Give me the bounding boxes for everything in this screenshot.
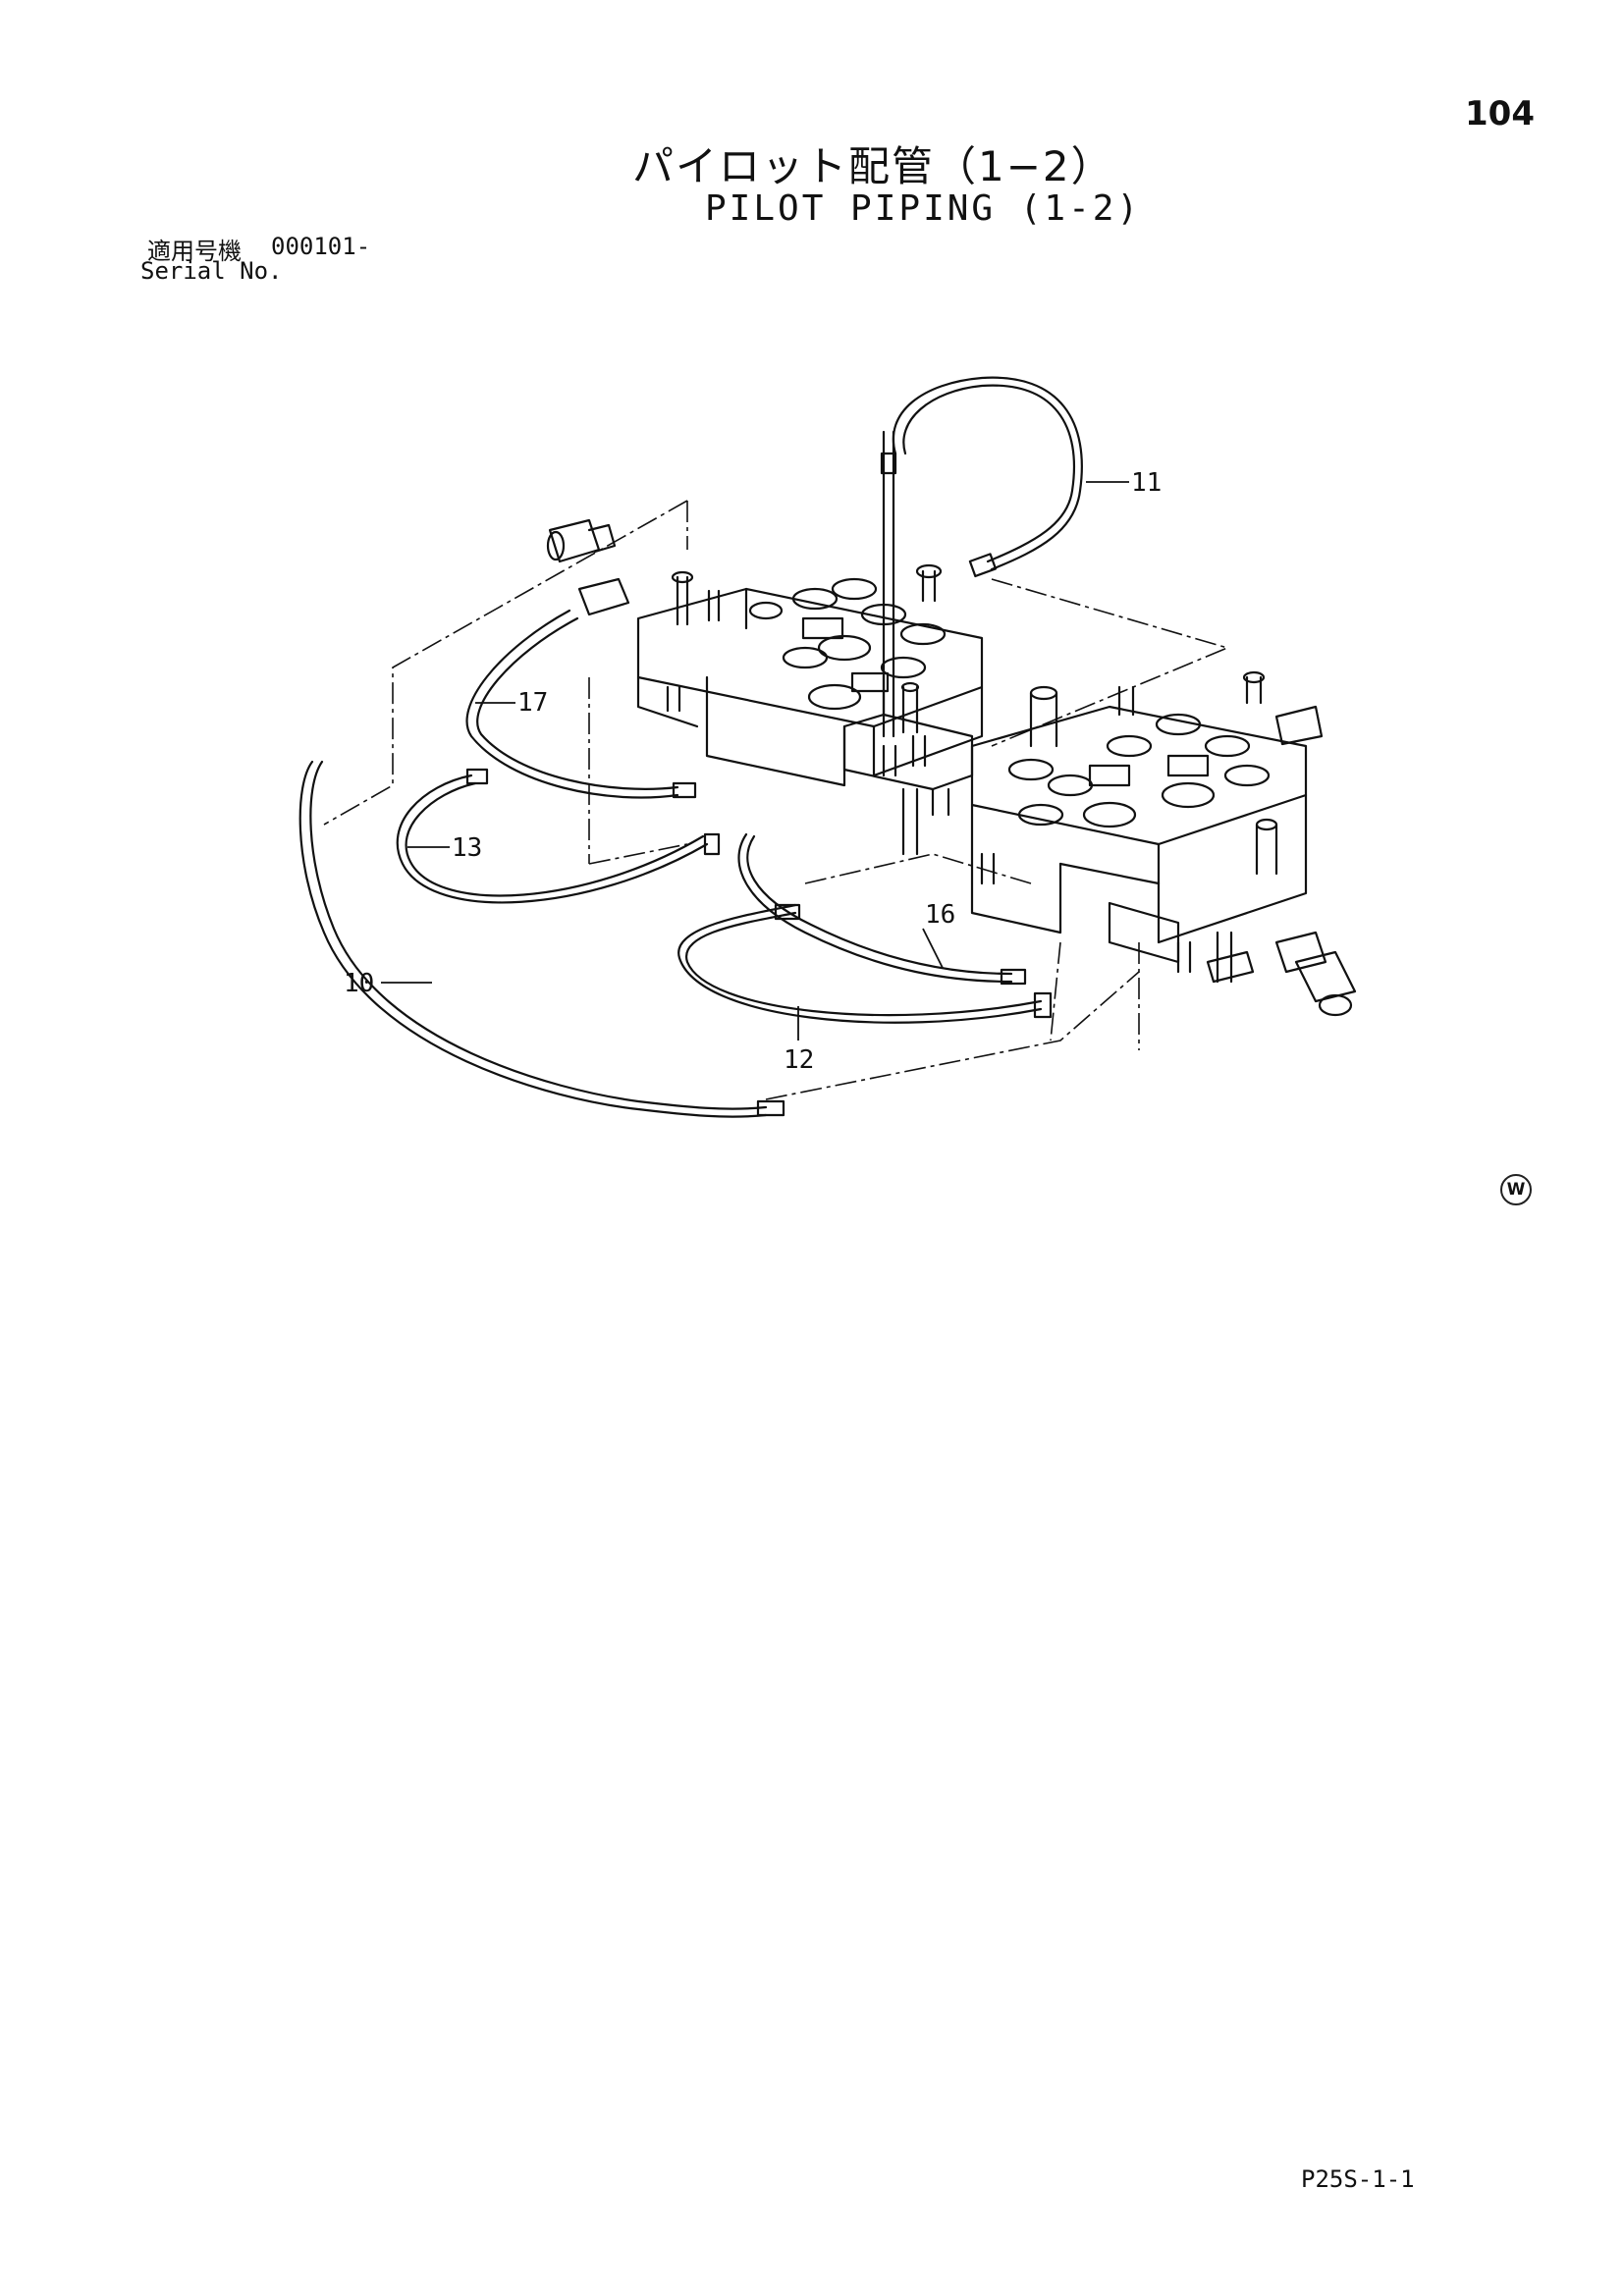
page-title-japanese: パイロット配管（1−2） <box>632 142 1114 190</box>
center-block <box>842 430 974 856</box>
right-valve-block <box>970 670 1324 984</box>
callout-13: 13 <box>452 833 482 863</box>
left-valve-block <box>636 563 984 787</box>
callout-11: 11 <box>1131 468 1162 498</box>
left-fittings <box>546 518 630 616</box>
hose-10 <box>298 760 785 1118</box>
callout-12: 12 <box>784 1045 814 1075</box>
hose-11 <box>892 376 1083 578</box>
hose-12 <box>677 903 1053 1024</box>
callout-10: 10 <box>344 969 374 998</box>
page-title-english: PILOT PIPING (1-2) <box>705 188 1142 229</box>
callout-16: 16 <box>925 900 955 930</box>
page-number: 104 <box>1465 94 1535 133</box>
hose-16 <box>737 832 1027 986</box>
w-mark-icon: W <box>1500 1174 1532 1205</box>
hose-17 <box>465 609 697 799</box>
right-fitting-assembly <box>1206 931 1357 1017</box>
callout-17: 17 <box>517 688 548 718</box>
serial-range: 000101- <box>271 233 371 260</box>
hose-13 <box>396 768 721 904</box>
drawing-code: P25S-1-1 <box>1301 2165 1415 2193</box>
serial-label-japanese: 適用号機 <box>147 238 242 265</box>
serial-label-english: Serial No. <box>140 257 283 285</box>
